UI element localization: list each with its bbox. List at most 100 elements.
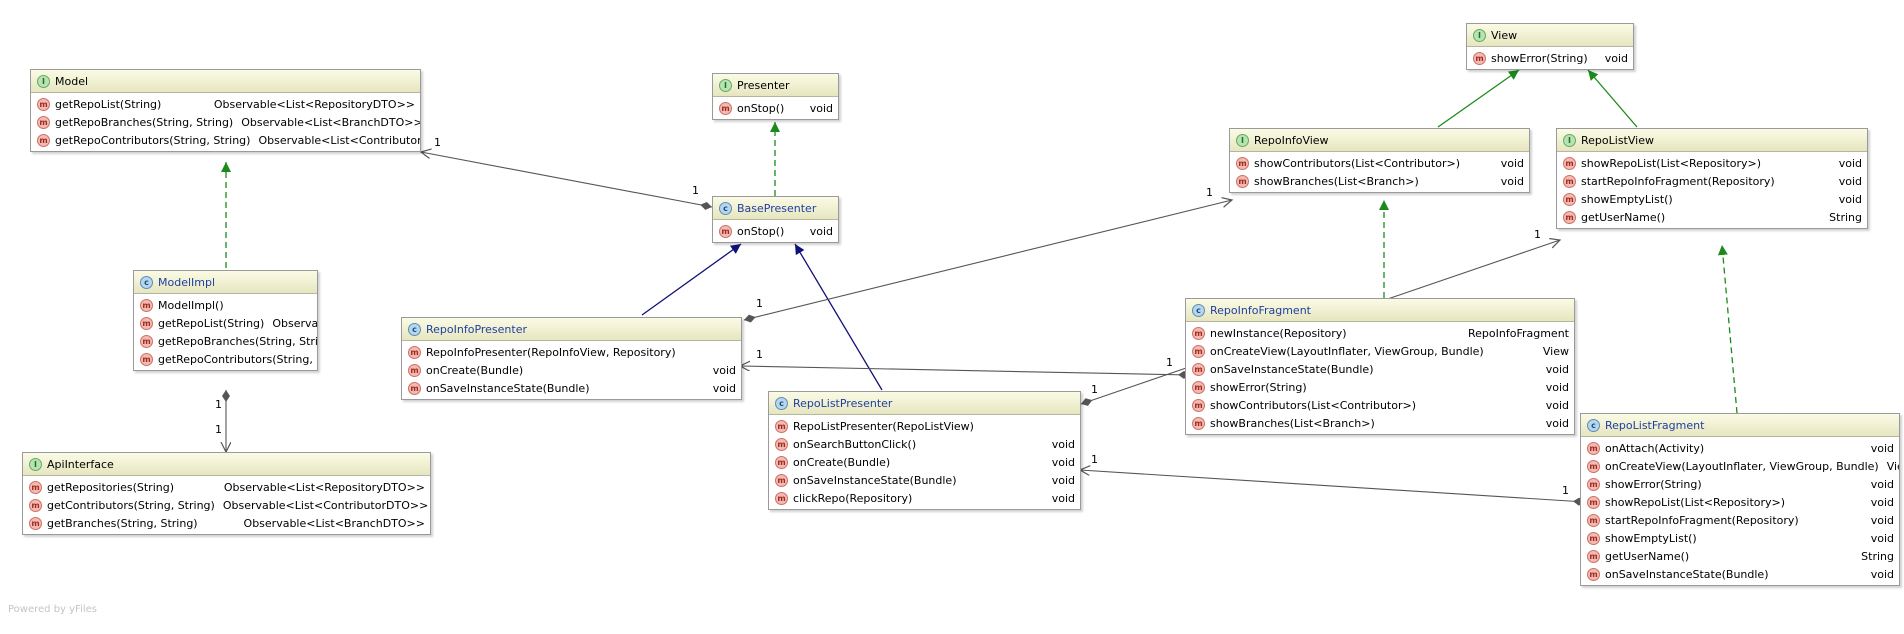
class-name: RepoInfoPresenter bbox=[426, 322, 528, 336]
method-name: showEmptyList() bbox=[1605, 531, 1697, 545]
edge-basepresenter-model bbox=[421, 152, 713, 207]
method-return-type: void bbox=[809, 224, 833, 238]
method-return-type: void bbox=[1545, 398, 1569, 412]
method-name: showRepoList(List<Repository>) bbox=[1605, 495, 1786, 509]
method-return-type: Observable<List<BranchDTO>> bbox=[243, 516, 425, 530]
method-icon: m bbox=[140, 316, 153, 330]
method-name: onCreate(Bundle) bbox=[793, 455, 891, 469]
method-name: onCreate(Bundle) bbox=[426, 363, 524, 377]
method-name: ModelImpl() bbox=[158, 298, 224, 312]
method-row[interactable]: m onSaveInstanceState(Bundle) void bbox=[402, 379, 741, 397]
method-name: onStop() bbox=[737, 224, 785, 238]
method-name: showRepoList(List<Repository>) bbox=[1581, 156, 1762, 170]
method-name: getRepoList(String) bbox=[55, 97, 162, 111]
method-name: startRepoInfoFragment(Repository) bbox=[1605, 513, 1799, 527]
method-return-type: void bbox=[712, 381, 736, 395]
method-name: RepoListPresenter(RepoListView) bbox=[793, 419, 974, 433]
method-name: getRepoBranches(String, String) bbox=[158, 334, 318, 348]
method-name: onSaveInstanceState(Bundle) bbox=[426, 381, 590, 395]
class-name: View bbox=[1491, 28, 1518, 42]
method-return-type: void bbox=[1870, 477, 1894, 491]
method-name: onCreateView(LayoutInflater, ViewGroup, … bbox=[1210, 344, 1484, 358]
powered-by-yfiles: Powered by yFiles bbox=[8, 604, 97, 615]
class-name: Model bbox=[55, 74, 89, 88]
class-name: RepoListPresenter bbox=[793, 396, 893, 410]
method-name: getRepoContributors(String, String) bbox=[55, 133, 251, 147]
interface-icon: I bbox=[719, 78, 732, 92]
mult-repolistpresenter-end2: 1 bbox=[1091, 453, 1098, 466]
method-icon: m bbox=[1192, 380, 1205, 394]
method-icon: m bbox=[1236, 174, 1249, 188]
method-icon: m bbox=[775, 491, 788, 505]
method-icon: m bbox=[408, 381, 421, 395]
method-name: getRepoBranches(String, String) bbox=[55, 115, 234, 129]
method-row[interactable]: mgetRepoList(String)Observable<List<Repo… bbox=[134, 314, 317, 332]
mult-repolistfragment-end: 1 bbox=[1562, 484, 1569, 497]
method-icon: m bbox=[1587, 549, 1600, 563]
